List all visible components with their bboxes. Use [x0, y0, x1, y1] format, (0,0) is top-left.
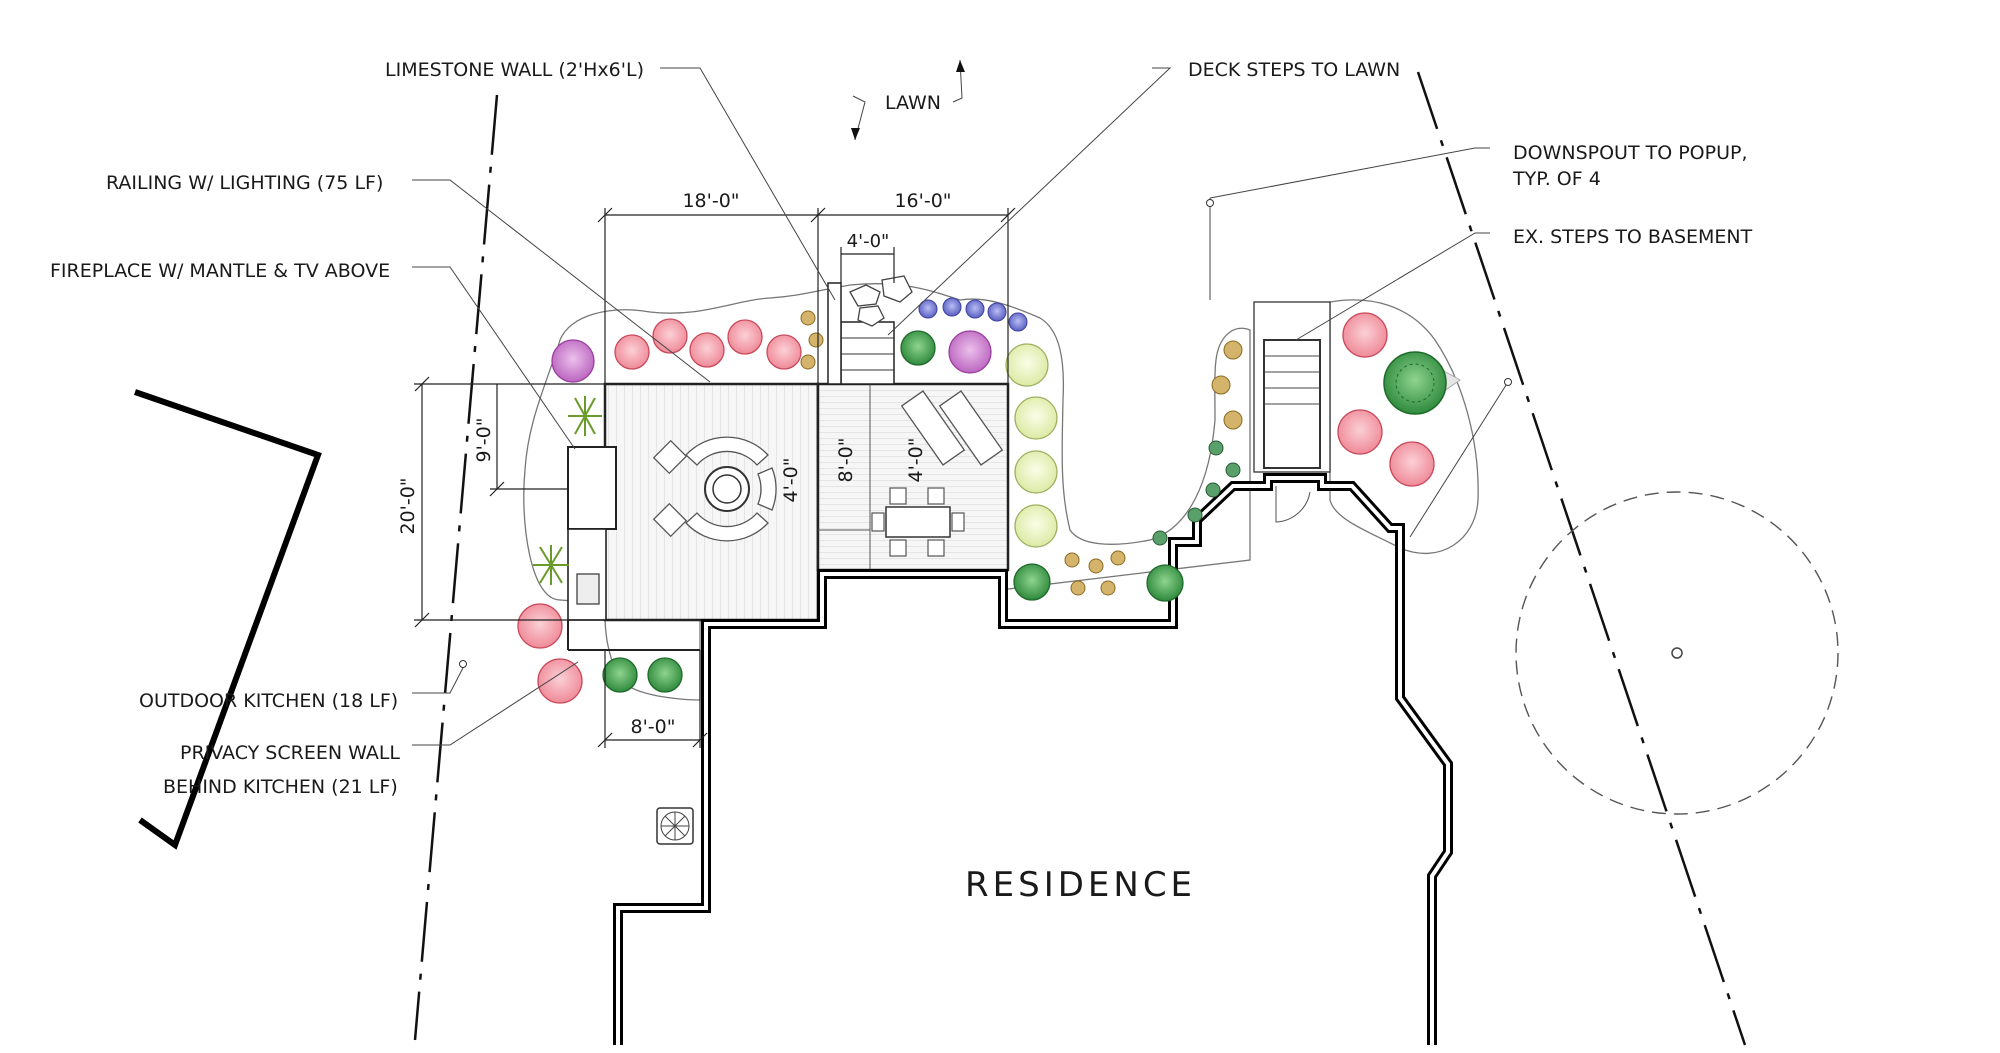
- dim-lower-deck-width: 16'-0": [894, 190, 951, 212]
- plant-yucca-accents: [533, 396, 602, 585]
- label-fireplace: FIREPLACE W/ MANTLE & TV ABOVE: [50, 260, 390, 282]
- plant-green-shrubs: [602, 330, 1184, 693]
- plant-pink-shrubs: [517, 312, 1435, 704]
- label-privacy-wall-line1: PRIVACY SCREEN WALL: [180, 742, 400, 764]
- limestone-wall: [827, 282, 842, 385]
- planting-bed-right: [1329, 299, 1479, 554]
- label-outdoor-kitchen: OUTDOOR KITCHEN (18 LF): [139, 690, 398, 712]
- label-privacy-wall-line2: BEHIND KITCHEN (21 LF): [163, 776, 398, 798]
- dim-kitchen-width: 8'-0": [631, 716, 676, 738]
- ac-unit: [656, 807, 694, 845]
- property-line-left: [413, 94, 499, 1041]
- property-line-right: [1416, 71, 1747, 1046]
- dim-fire-area-gap: 4'-0": [780, 458, 802, 503]
- label-residence: RESIDENCE: [965, 865, 1196, 905]
- neighbor-structure-outline: [134, 389, 322, 850]
- fire-pit-seating: [652, 436, 777, 542]
- plant-purple-shrubs: [551, 330, 992, 383]
- dim-deck-depth: 20'-0": [397, 477, 419, 534]
- dimension-lines: [414, 207, 1016, 748]
- label-downspout-line2: TYP. OF 4: [1512, 168, 1601, 190]
- basement-steps: [1253, 301, 1331, 473]
- label-limestone-wall: LIMESTONE WALL (2'Hx6'L): [385, 59, 644, 81]
- dim-fireplace-offset: 9'-0": [473, 418, 495, 463]
- plant-lime-shrubs: [1005, 343, 1058, 548]
- label-basement-steps: EX. STEPS TO BASEMENT: [1513, 226, 1753, 248]
- label-railing: RAILING W/ LIGHTING (75 LF): [106, 172, 383, 194]
- residence-walls-inner: [616, 476, 1450, 1045]
- tree-canopy-circle: [1515, 491, 1839, 815]
- label-downspout-line1: DOWNSPOUT TO POPUP,: [1513, 142, 1748, 164]
- boulders: [849, 275, 913, 327]
- door-swing: [1275, 486, 1311, 523]
- deck-steps: [840, 321, 895, 385]
- plant-blue-flowers: [918, 297, 1028, 332]
- fireplace: [567, 446, 617, 530]
- label-lawn: LAWN: [885, 92, 941, 114]
- plant-evergreen-tree: [1383, 351, 1461, 415]
- dim-upper-deck-width: 18'-0": [682, 190, 739, 212]
- leader-lines: [412, 59, 1512, 746]
- plant-succulents: [1152, 440, 1241, 546]
- kitchen-grill: [576, 573, 600, 605]
- dining-table-set: [871, 487, 965, 557]
- dim-steps-width: 4'-0": [847, 231, 890, 252]
- tree-trunk-marker: [1671, 647, 1683, 659]
- dim-lower-deck-gap: 8'-0": [835, 438, 857, 483]
- label-deck-steps: DECK STEPS TO LAWN: [1188, 59, 1400, 81]
- dim-lower-deck-inner: 4'-0": [905, 438, 927, 483]
- plant-ornamental-grasses: [800, 310, 1243, 596]
- deck-loungers: [900, 390, 1004, 466]
